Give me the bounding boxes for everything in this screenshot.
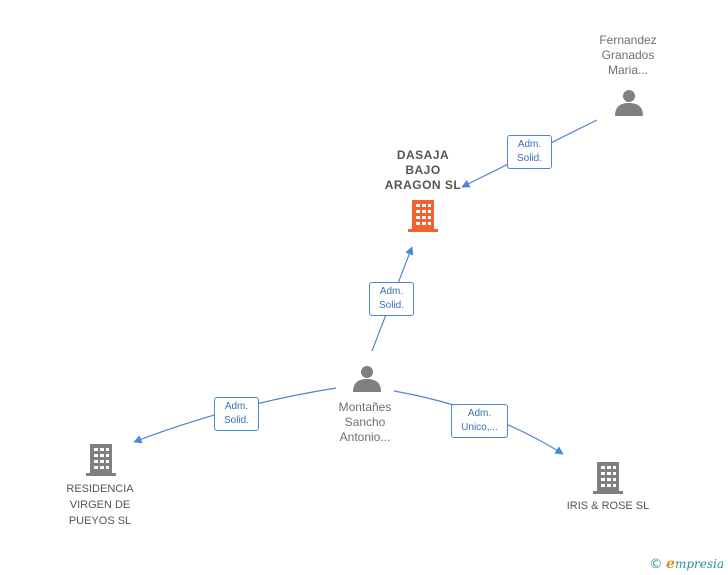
node-label-residencia[interactable]: RESIDENCIA VIRGEN DE PUEYOS SL [66, 483, 134, 527]
node-label-dasaja[interactable]: DASAJA BAJO ARAGON SL [384, 148, 462, 192]
copyright-icon: © [649, 557, 663, 572]
node-label-iris[interactable]: IRIS & ROSE SL [566, 500, 650, 512]
edge-tag-montanes-residencia[interactable]: Adm. Solid. [214, 397, 259, 431]
node-label-montanes[interactable]: Montañes Sancho Antonio... [338, 400, 392, 444]
brand-initial: e [666, 556, 675, 572]
building-icon[interactable] [593, 462, 623, 494]
edge-tag-montanes-iris[interactable]: Adm. Unico,... [451, 404, 508, 438]
node-label-fernandez[interactable]: Fernandez Granados Maria... [599, 33, 657, 77]
edge-tag-montanes-dasaja[interactable]: Adm. Solid. [369, 282, 414, 316]
person-icon[interactable] [615, 90, 643, 116]
building-icon[interactable] [86, 444, 116, 476]
empresia-logo[interactable]: © empresia [649, 556, 724, 572]
edge-tag-fernandez-dasaja[interactable]: Adm. Solid. [507, 135, 552, 169]
brand-name: mpresia [674, 557, 724, 571]
building-icon[interactable] [408, 200, 438, 232]
person-icon[interactable] [353, 366, 381, 392]
